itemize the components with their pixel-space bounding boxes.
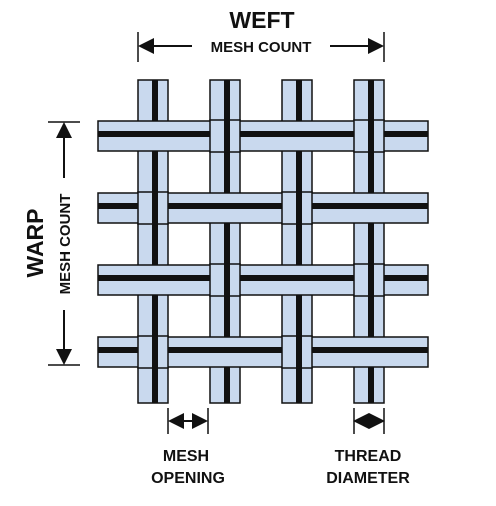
warp-over-crossing-2-1 — [209, 119, 241, 153]
weft-thread-stripe — [98, 131, 428, 137]
thread-diameter-label-line2: DIAMETER — [326, 470, 410, 487]
warp-thread-2-stripe — [224, 80, 230, 403]
warp-title: WARP — [22, 209, 48, 278]
warp-dimension — [48, 121, 80, 366]
warp-over-crossing-2-3-stripe — [224, 264, 230, 296]
warp-over-crossing-4-1-stripe — [368, 120, 374, 152]
thread-diameter-dimension — [353, 408, 385, 434]
warp-over-crossing-3-4-stripe — [296, 336, 302, 368]
weft-dimension — [137, 32, 385, 62]
warp-over-crossing-1-4 — [137, 335, 169, 369]
weft-thread-stripe — [98, 275, 428, 281]
mesh-opening-label-line2: OPENING — [151, 470, 225, 487]
warp-over-crossing-3-4 — [281, 335, 313, 369]
warp-threads-over — [137, 119, 385, 369]
mesh-opening-dimension — [167, 408, 209, 434]
warp-over-crossing-1-2-stripe — [152, 192, 158, 224]
weft-thread-stripe — [98, 203, 428, 209]
weft-thread-stripe — [98, 347, 428, 353]
mesh-opening-label-line1: MESH — [163, 448, 209, 465]
thread-diameter-label-line1: THREAD — [335, 448, 402, 465]
woven-mesh — [97, 79, 429, 404]
warp-over-crossing-3-2 — [281, 191, 313, 225]
weft-subtitle: MESH COUNT — [211, 39, 312, 56]
warp-thread-4-stripe — [368, 80, 374, 403]
warp-thread-1-stripe — [152, 80, 158, 403]
warp-over-crossing-4-1 — [353, 119, 385, 153]
warp-subtitle: MESH COUNT — [57, 194, 74, 295]
warp-over-crossing-2-1-stripe — [224, 120, 230, 152]
warp-thread-3-stripe — [296, 80, 302, 403]
warp-over-crossing-4-3-stripe — [368, 264, 374, 296]
weft-title: WEFT — [229, 7, 294, 33]
warp-over-crossing-1-2 — [137, 191, 169, 225]
warp-over-crossing-1-4-stripe — [152, 336, 158, 368]
warp-over-crossing-4-3 — [353, 263, 385, 297]
warp-over-crossing-2-3 — [209, 263, 241, 297]
warp-over-crossing-3-2-stripe — [296, 192, 302, 224]
